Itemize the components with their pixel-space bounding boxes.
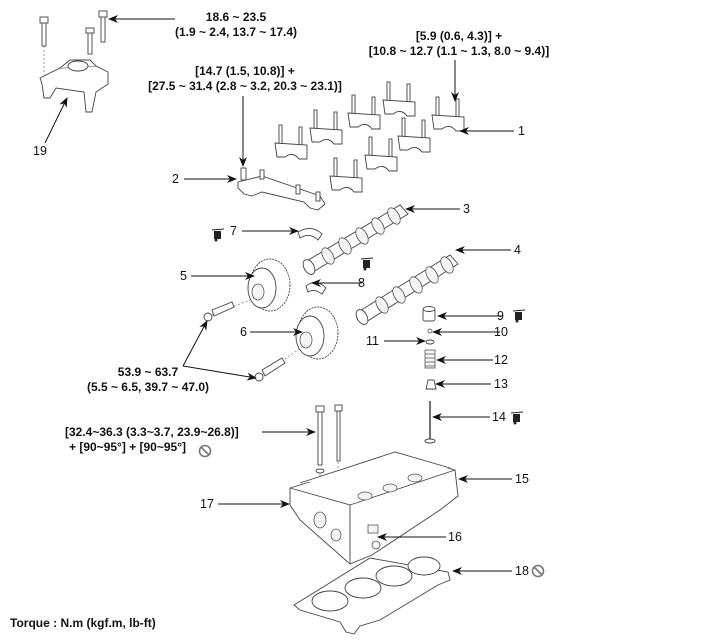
valve-train-parts <box>422 306 437 444</box>
torque-value: [5.9 (0.6, 4.3)] + <box>415 29 503 43</box>
part-5-cvvt-gear <box>247 258 291 312</box>
part-2-bearing-cap <box>237 167 326 211</box>
callout-5: 5 <box>180 269 187 283</box>
callout-6: 6 <box>240 325 247 339</box>
callout-2: 2 <box>172 172 179 186</box>
callout-19: 19 <box>33 144 47 158</box>
torque-spec-part-1-bolts: [5.9 (0.6, 4.3)] + [10.8 ~ 12.7 (1.1 ~ 1… <box>357 29 561 59</box>
torque-value: 53.9 ~ 63.7 <box>117 365 179 379</box>
callout-11: 11 <box>366 334 379 348</box>
callout-15: 15 <box>515 472 529 486</box>
torque-value-alt: (5.5 ~ 6.5, 39.7 ~ 47.0) <box>86 380 210 394</box>
oil-icon <box>211 228 225 242</box>
callout-8: 8 <box>358 276 365 290</box>
part-1-camshaft-caps <box>274 81 465 193</box>
do-not-reuse-icon <box>531 564 545 578</box>
torque-units-note: Torque : N.m (kgf.m, lb-ft) <box>10 616 156 630</box>
torque-angle: + [90~95°] + [90~95°] <box>69 440 187 454</box>
torque-value: [32.4~36.3 (3.3~3.7, 23.9~26.8)] <box>65 425 239 439</box>
callout-9: 9 <box>497 309 504 323</box>
torque-value-alt: [10.8 ~ 12.7 (1.1 ~ 1.3, 8.0 ~ 9.4)] <box>368 44 550 58</box>
part-6-cvvt-gear <box>295 306 339 360</box>
torque-spec-part-2-bolts: [14.7 (1.5, 10.8)] + [27.5 ~ 31.4 (2.8 ~… <box>127 64 363 94</box>
head-bolts <box>315 404 343 488</box>
oil-icon <box>360 257 374 271</box>
part-18-head-gasket <box>293 556 451 635</box>
callout-17: 17 <box>200 497 214 511</box>
part-7-bearing <box>297 228 323 241</box>
callout-13: 13 <box>494 377 508 391</box>
callout-1: 1 <box>518 124 525 138</box>
do-not-reuse-icon <box>198 444 212 458</box>
callout-18: 18 <box>515 564 529 578</box>
torque-value: [14.7 (1.5, 10.8)] + <box>195 64 295 78</box>
callout-14: 14 <box>492 410 506 424</box>
callout-7: 7 <box>230 224 237 238</box>
torque-value: 18.6 ~ 23.5 <box>205 10 267 24</box>
leader-lines <box>44 15 514 575</box>
callout-12: 12 <box>494 353 508 367</box>
part-8-bearing <box>305 282 327 295</box>
part-19-bracket <box>39 10 109 113</box>
torque-spec-part-19-bolts: 18.6 ~ 23.5 (1.9 ~ 2.4, 13.7 ~ 17.4) <box>148 10 324 40</box>
torque-spec-cvvt-bolts: 53.9 ~ 63.7 (5.5 ~ 6.5, 39.7 ~ 47.0) <box>72 365 224 395</box>
callout-16: 16 <box>448 530 462 544</box>
part-15-cylinder-head <box>289 451 459 565</box>
callout-3: 3 <box>463 202 470 216</box>
cvvt-bolts <box>203 297 306 382</box>
torque-spec-head-bolts: [32.4~36.3 (3.3~3.7, 23.9~26.8)] + [90~9… <box>65 425 239 455</box>
callout-10: 10 <box>494 325 508 339</box>
oil-icon <box>512 309 526 323</box>
torque-value-alt: [27.5 ~ 31.4 (2.8 ~ 3.2, 20.3 ~ 23.1)] <box>148 79 342 93</box>
oil-icon <box>510 411 524 425</box>
part-3-camshaft <box>302 204 409 275</box>
torque-value-alt: (1.9 ~ 2.4, 13.7 ~ 17.4) <box>174 25 298 39</box>
part-4-camshaft <box>355 254 459 325</box>
callout-4: 4 <box>514 243 521 257</box>
